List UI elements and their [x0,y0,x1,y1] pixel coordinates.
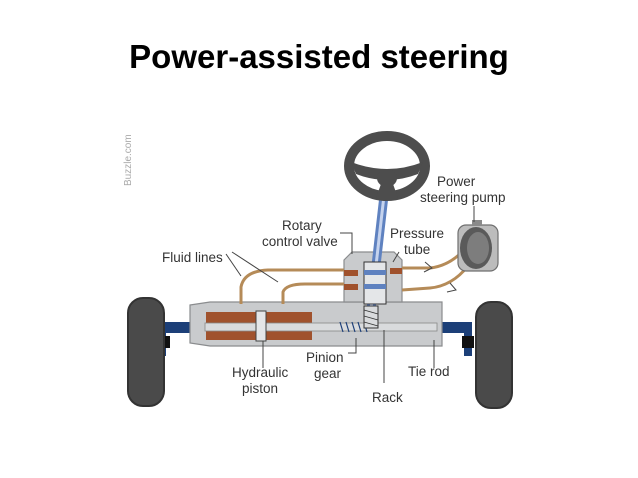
left-tire [127,297,165,407]
leader-arrows [423,261,457,293]
valve-port-right [390,268,402,274]
pinion-teeth [363,309,379,327]
steering-wheel [344,131,430,201]
slide-title: Power-assisted steering [129,38,509,75]
label-pinion-gear-2: gear [314,366,342,381]
label-rotary-control-valve-1: Rotary [282,218,322,233]
right-knuckle [462,336,474,348]
power-steering-pump [457,220,499,272]
rack-bar [204,322,438,332]
tie-rod-right [437,322,471,333]
valve-port-upper [344,270,358,276]
pinion-gear [363,305,379,329]
hydraulic-piston [255,310,267,342]
power-steering-diagram: Buzzle.com [123,131,513,409]
fluid-lines [239,268,344,304]
left-frame-rail [165,322,195,333]
right-tire [475,301,513,409]
valve-port-lower [344,284,358,290]
label-pinion-gear-1: Pinion [306,350,344,365]
label-hydraulic-piston-2: piston [242,381,278,396]
leader-lines [225,206,475,383]
label-hydraulic-piston-1: Hydraulic [232,365,289,380]
spool-band-1 [364,270,386,275]
label-pressure-tube-2: tube [404,242,430,257]
return-tube [401,265,470,292]
spool-band-2 [364,284,386,289]
label-pressure-tube-1: Pressure [390,226,444,241]
label-power-steering-pump-2: steering pump [420,190,506,205]
label-power-steering-pump-1: Power [437,174,476,189]
label-tie-rod: Tie rod [408,364,450,379]
label-fluid-lines: Fluid lines [162,250,223,265]
label-rack: Rack [372,390,403,405]
watermark: Buzzle.com [123,134,134,186]
rotary-spool [363,261,387,305]
label-rotary-control-valve-2: control valve [262,234,338,249]
